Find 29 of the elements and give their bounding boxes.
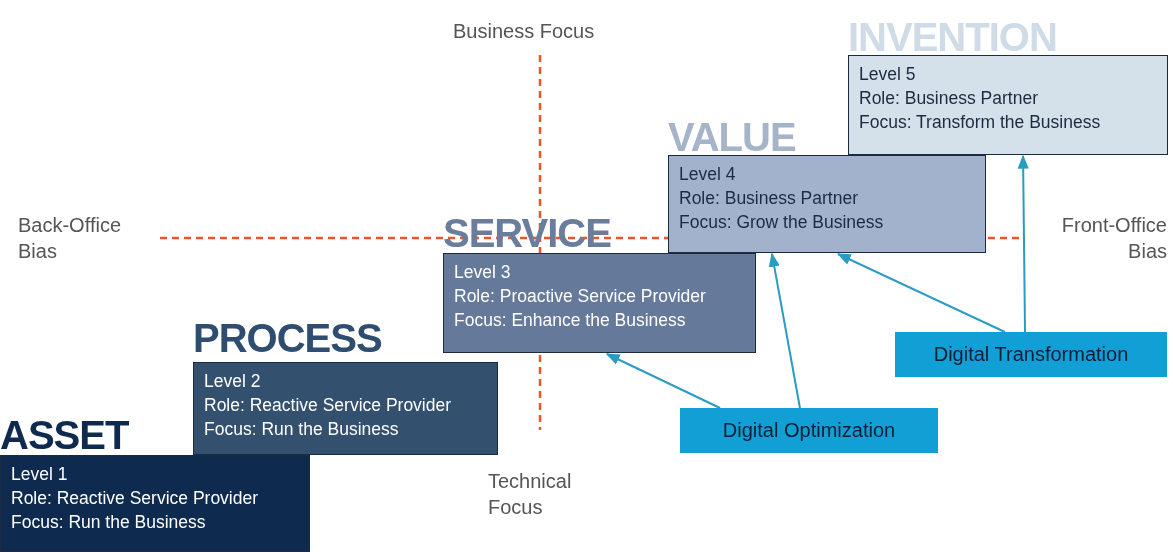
level-text: Level 3 bbox=[454, 261, 512, 284]
axis-label: Back-Office Bias bbox=[18, 213, 122, 264]
level-text: Focus: Transform the Business bbox=[859, 111, 1102, 134]
axis-label: Front-Office Bias bbox=[1060, 213, 1167, 264]
level-heading: SERVICE bbox=[443, 213, 611, 253]
axis-label: Business Focus bbox=[453, 19, 596, 44]
level-text: Level 4 bbox=[679, 163, 737, 186]
arrow bbox=[836, 253, 1006, 333]
level-text: Role: Business Partner bbox=[679, 187, 859, 210]
level-heading: VALUE bbox=[668, 117, 796, 157]
arrow bbox=[1017, 154, 1029, 333]
arrow bbox=[768, 252, 801, 409]
level-heading: PROCESS bbox=[193, 318, 382, 358]
level-heading: ASSET bbox=[0, 415, 129, 455]
level-text: Focus: Enhance the Business bbox=[454, 309, 687, 332]
level-text: Level 5 bbox=[859, 63, 917, 86]
level-text: Focus: Run the Business bbox=[11, 511, 207, 534]
level-text: Level 1 bbox=[11, 463, 69, 486]
level-text: Focus: Grow the Business bbox=[679, 211, 885, 234]
level-text: Role: Reactive Service Provider bbox=[11, 487, 260, 510]
stage-label: Digital Transformation bbox=[895, 332, 1167, 377]
stage-label: Digital Optimization bbox=[680, 408, 938, 453]
level-text: Role: Business Partner bbox=[859, 87, 1039, 110]
axis-label: Technical Focus bbox=[488, 469, 573, 520]
level-text: Role: Proactive Service Provider bbox=[454, 285, 707, 308]
level-text: Level 2 bbox=[204, 370, 262, 393]
level-text: Role: Reactive Service Provider bbox=[204, 394, 453, 417]
level-text: Focus: Run the Business bbox=[204, 418, 400, 441]
arrow bbox=[605, 353, 721, 409]
